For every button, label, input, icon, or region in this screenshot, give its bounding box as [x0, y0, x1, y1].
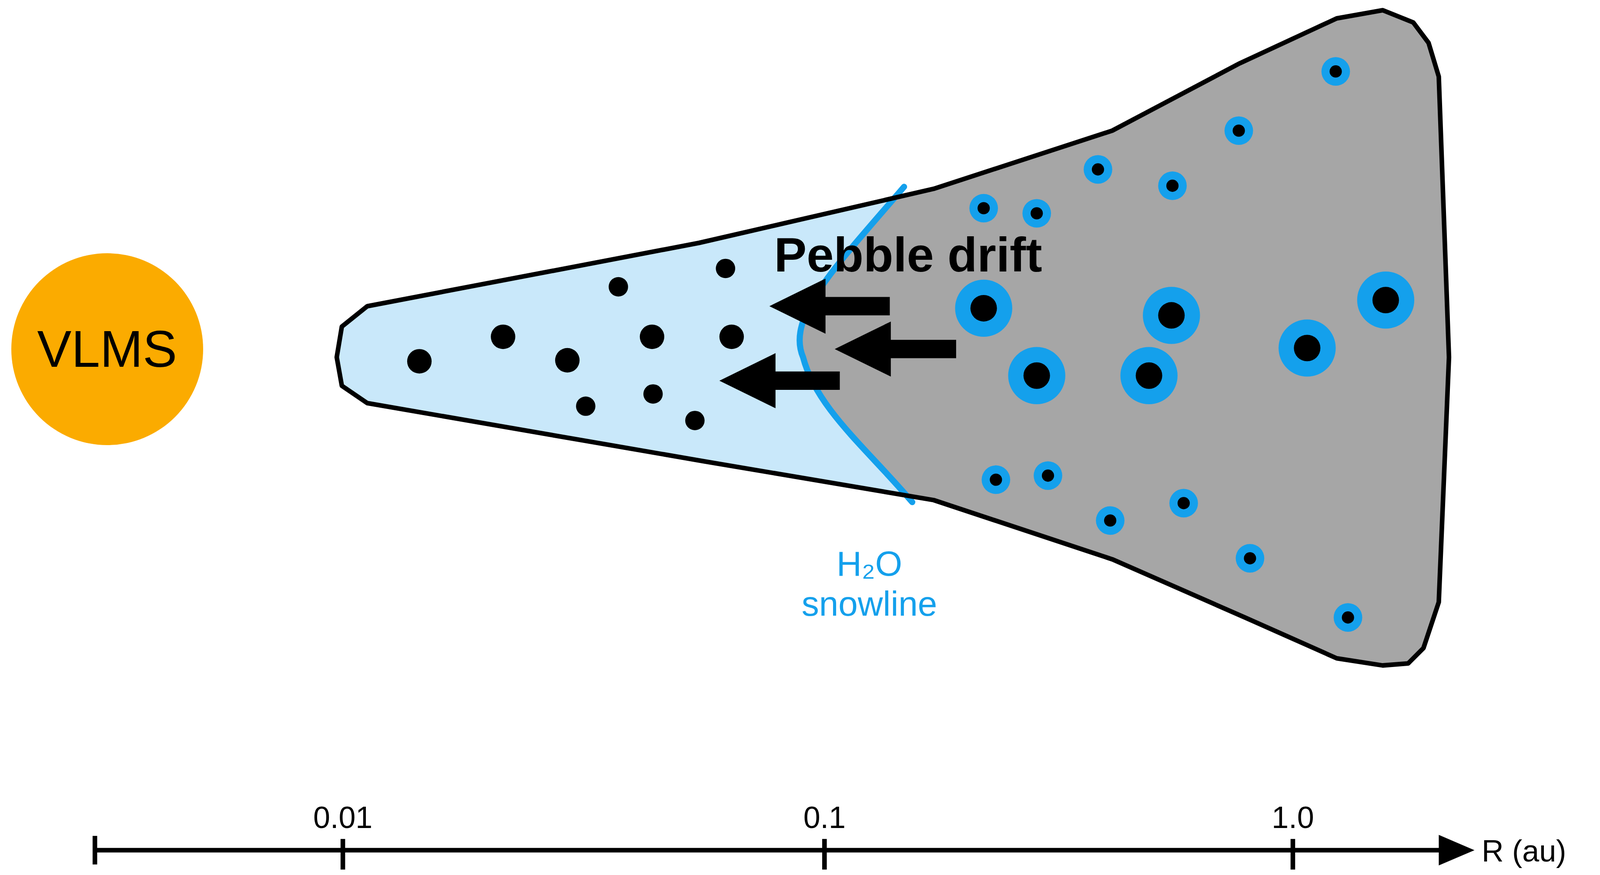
- icy-pebbles: [955, 56, 1415, 632]
- ice-mantle: [1095, 505, 1125, 535]
- icy-pebble: [955, 279, 1013, 337]
- process-label: Pebble drift: [774, 227, 1043, 284]
- icy-pebble: [1333, 602, 1363, 632]
- pebble-core: [977, 201, 990, 215]
- icy-pebble: [1083, 155, 1113, 185]
- inner-disk: [0, 0, 913, 875]
- pebble: [407, 348, 432, 374]
- pebble-core: [1023, 362, 1051, 389]
- ice-mantle: [981, 465, 1011, 495]
- pebble: [608, 277, 629, 297]
- pebble: [639, 324, 665, 349]
- pebble-core: [1342, 611, 1355, 624]
- pebble: [719, 324, 744, 349]
- icy-pebble: [969, 194, 998, 223]
- pebble-core: [1243, 552, 1256, 565]
- pebble-core: [1232, 124, 1246, 137]
- pebble-core: [1041, 469, 1055, 482]
- ice-mantle: [1224, 116, 1254, 145]
- ice-mantle: [1022, 198, 1052, 228]
- pebble: [685, 410, 705, 431]
- pebble-core: [1091, 163, 1105, 176]
- pebble: [490, 324, 516, 349]
- drift-arrow: [719, 353, 841, 409]
- node-text: VLMS: [37, 319, 178, 379]
- icy-pebble: [1008, 347, 1066, 405]
- ice-mantle: [1321, 56, 1351, 86]
- snowline-label: H₂O snowline: [786, 543, 953, 624]
- ice-mantle: [1235, 543, 1265, 573]
- ice-mantle: [1033, 461, 1063, 490]
- axis-tick: [340, 838, 346, 870]
- radius-axis: [94, 834, 1475, 870]
- icy-pebble: [1321, 56, 1351, 86]
- icy-pebble: [1169, 488, 1199, 518]
- pebble-core: [1372, 286, 1400, 314]
- drift-arrows: [719, 278, 957, 409]
- pebble-core: [970, 294, 998, 322]
- pebble-core: [1030, 207, 1043, 220]
- pebble-core: [989, 473, 1002, 486]
- axis-arrowhead: [1438, 834, 1475, 866]
- axis-tick: [92, 835, 98, 865]
- circle-fill: [11, 253, 204, 446]
- star-circle: VLMS: [11, 253, 204, 446]
- drift-arrow: [834, 321, 957, 377]
- tick-label: 1.0: [1271, 800, 1314, 836]
- ice-mantle: [969, 194, 998, 223]
- tick-label: 0.1: [803, 800, 846, 836]
- ice-mantle: [1142, 286, 1200, 344]
- icy-pebble: [1120, 347, 1178, 405]
- pebble-core: [1135, 362, 1163, 389]
- axis-tick: [1290, 838, 1296, 870]
- pebble: [555, 348, 580, 373]
- icy-pebble: [1278, 319, 1336, 377]
- ice-mantle: [1278, 319, 1336, 377]
- pebble-core: [1104, 514, 1117, 527]
- dry-pebbles: [407, 258, 744, 431]
- ice-mantle: [1169, 488, 1199, 518]
- pebble-core: [1293, 334, 1321, 362]
- icy-pebble: [1158, 171, 1187, 201]
- icy-pebble: [1357, 271, 1415, 329]
- ice-mantle: [1158, 171, 1187, 201]
- icy-pebble: [1142, 286, 1200, 344]
- axis-tick: [822, 838, 827, 870]
- pebble-core: [1166, 179, 1179, 192]
- ice-mantle: [1120, 347, 1178, 405]
- pebble-core: [1158, 301, 1185, 329]
- drift-arrow: [769, 278, 891, 334]
- axis-title: R (au): [1481, 833, 1567, 869]
- icy-pebble: [1235, 543, 1265, 573]
- axis-line: [94, 847, 1444, 853]
- outer-disk: [336, 10, 1450, 666]
- icy-pebble: [1022, 198, 1052, 228]
- icy-pebble: [981, 465, 1011, 495]
- pebble: [715, 258, 736, 279]
- ice-mantle: [1008, 347, 1066, 405]
- pebble: [575, 396, 596, 416]
- ice-mantle: [1357, 271, 1415, 329]
- icy-pebble: [1224, 116, 1254, 145]
- ice-mantle: [1083, 155, 1113, 185]
- ice-mantle: [955, 279, 1013, 337]
- ice-mantle: [1333, 602, 1363, 632]
- pebble-core: [1177, 496, 1190, 509]
- icy-pebble: [1033, 461, 1063, 490]
- pebble: [643, 384, 663, 404]
- pebble-core: [1329, 65, 1342, 78]
- disk-outline: [336, 10, 1450, 666]
- tick-label: 0.01: [313, 800, 373, 836]
- icy-pebble: [1095, 505, 1125, 535]
